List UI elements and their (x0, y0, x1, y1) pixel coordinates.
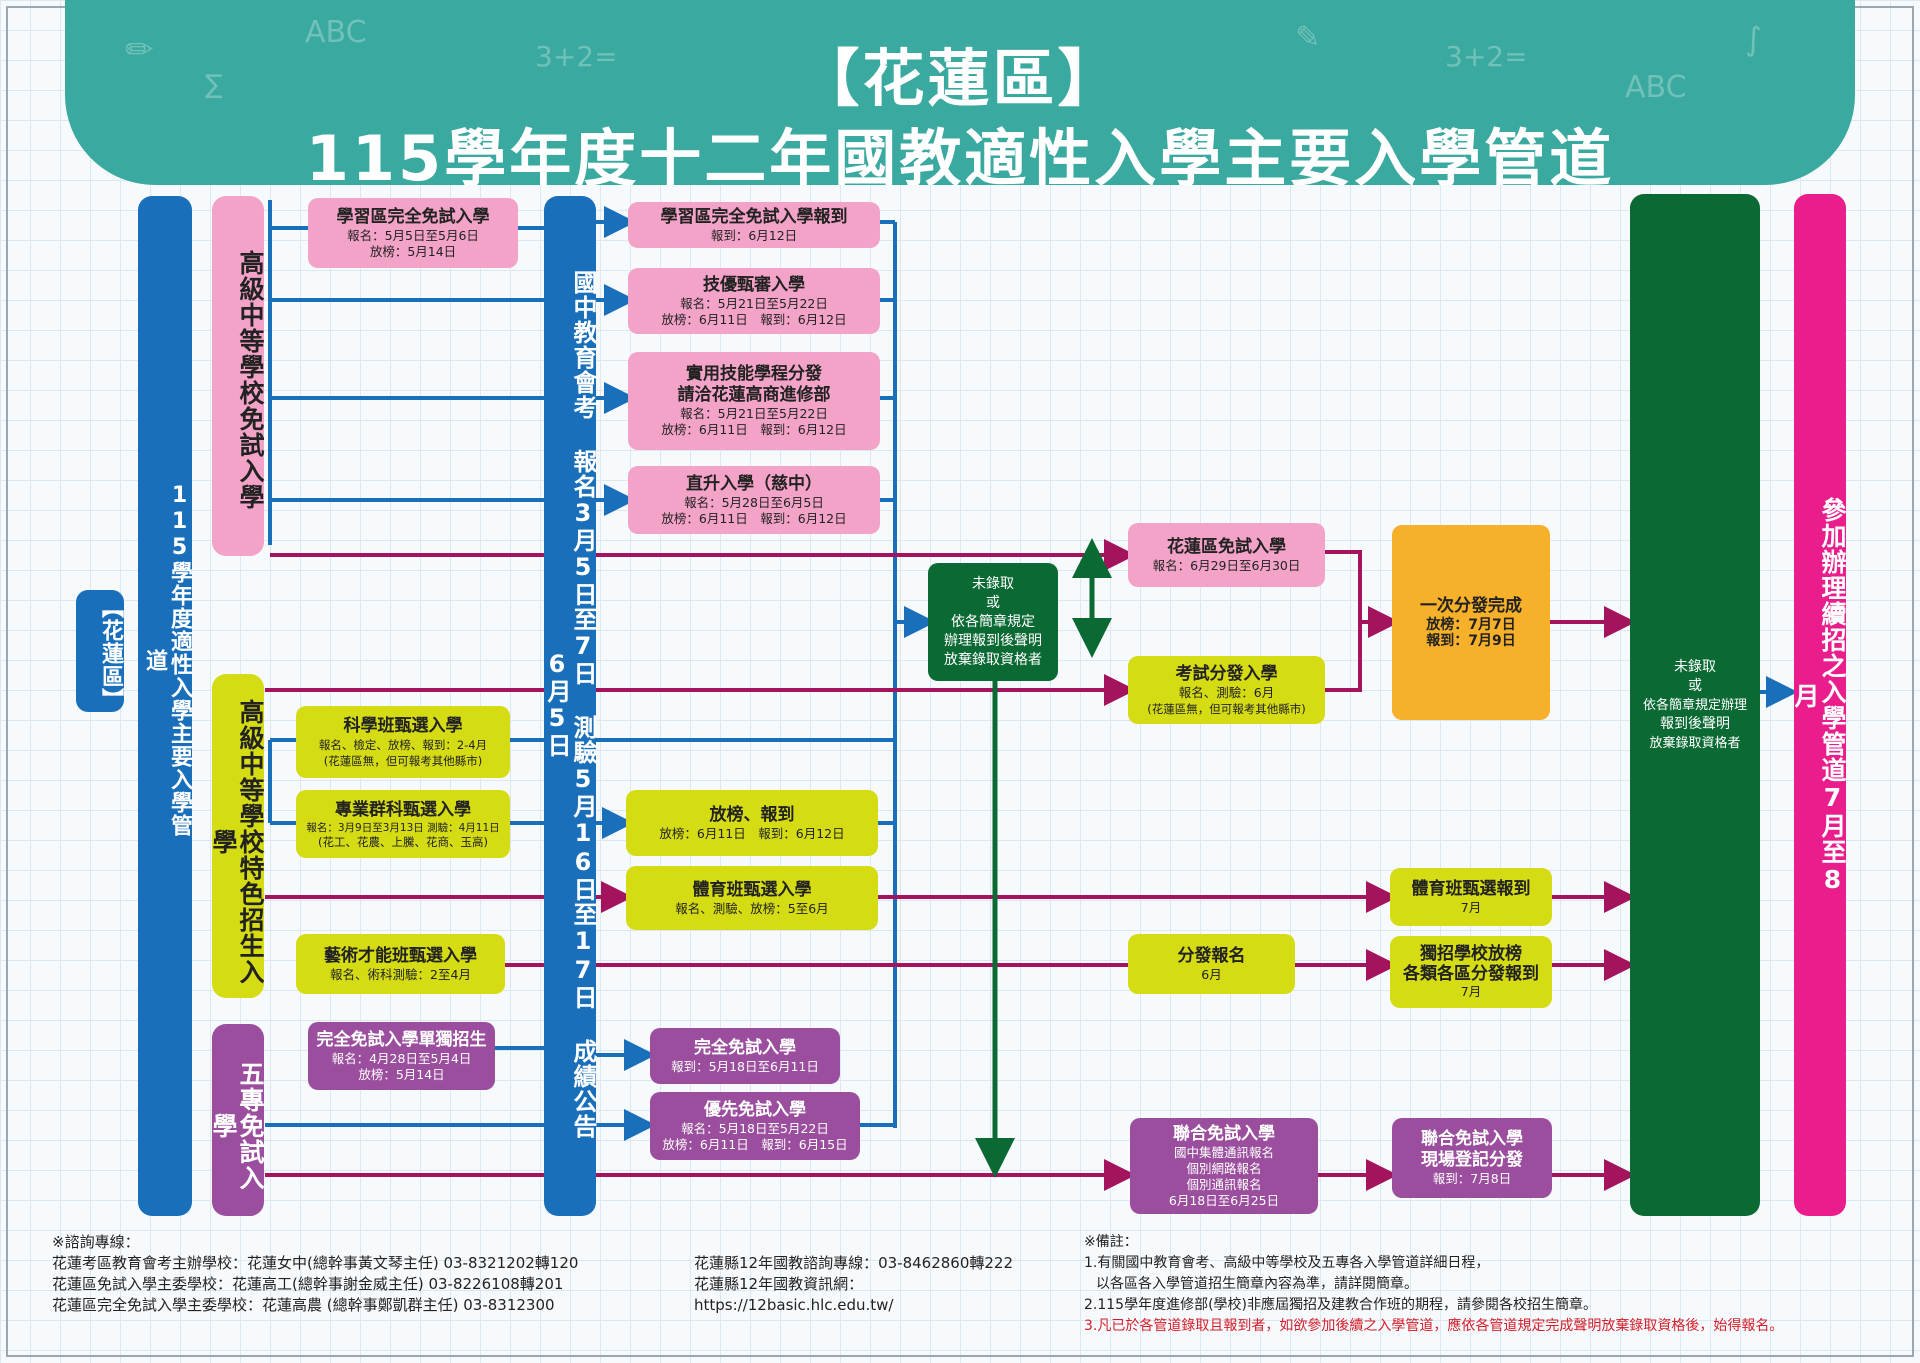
exam-bar-label: 國中教育會考 報名3月5日至7日 測驗5月16日至17日 成績公告6月5日 (543, 269, 597, 1139)
continue-admission-label: 參加辦理續招之入學管道7月至8月 (1791, 497, 1847, 895)
special-category (212, 674, 264, 998)
direct-promotion: 直升入學（慈中） 報名：5月28日至6月5日 放榜：6月11日 報到：6月12日 (628, 466, 880, 534)
one-time-allocation: 一次分發完成 放榜：7月7日 報到：7月9日 (1392, 525, 1550, 720)
five-year-full-free-independent: 完全免試入學單獨招生 報名：4月28日至5月4日 放榜：5月14日 (308, 1022, 495, 1090)
hotline-section: 花蓮縣12年國教諮詢專線：03-8462860轉222 花蓮縣12年國教資訊網：… (694, 1253, 1074, 1316)
skill-review-admission: 技優甄審入學 報名：5月21日至5月22日 放榜：6月11日 報到：6月12日 (628, 268, 880, 334)
header-title: 115學年度十二年國教適性入學主要入學管道 (305, 122, 1615, 185)
exam-allocation-admission: 考試分發入學 報名、測驗：6月 (花蓮區無，但可報考其他縣市) (1128, 656, 1325, 724)
not-admitted-middle: 未錄取 或 依各簡章規定 辦理報到後聲明 放棄錄取資格者 (928, 563, 1058, 681)
priority-free-admission: 優先免試入學 報名：5月18日至5月22日 放榜：6月11日 報到：6月15日 (650, 1092, 860, 1160)
sports-class-selection: 體育班甄選入學 報名、測驗、放榜：5至6月 (626, 866, 878, 930)
header-region: 【花蓮區】 (797, 42, 1123, 115)
five-year-full-free: 完全免試入學 報到：5月18日至6月11日 (650, 1028, 840, 1084)
five-year-category-label: 五專免試入學 (209, 1060, 265, 1191)
practical-skills-program: 實用技能學程分發 請洽花蓮高商進修部 報名：5月21日至5月22日 放榜：6月1… (628, 352, 880, 450)
joint-free-admission: 聯合免試入學 國中集體通訊報名 個別網路報名 個別通訊報名 6月18日至6月25… (1130, 1118, 1318, 1214)
region-tag (76, 590, 124, 712)
notes-section: ※備註： 1.有關國中教育會考、高級中等學校及五專各入學管道詳細日程， 以各區各… (1084, 1234, 1784, 1334)
science-class-selection: 科學班甄選入學 報名、檢定、放榜、報到：2-4月 (花蓮區無，但可報考其他縣市) (296, 706, 510, 778)
arts-talent-selection: 藝術才能班甄選入學 報名、術科測驗：2至4月 (296, 934, 505, 994)
sports-class-report: 體育班甄選報到 7月 (1390, 868, 1552, 926)
special-category-label: 高級中等學校特色招生入學 (209, 699, 265, 985)
hualien-free-admission: 花蓮區免試入學 報名：6月29日至6月30日 (1128, 523, 1325, 587)
free-exam-category (212, 196, 264, 556)
not-admitted-right: 未錄取 或 依各簡章規定辦理 報到後聲明 放棄錄取資格者 (1630, 194, 1760, 1216)
allocation-registration: 分發報名 6月 (1128, 934, 1295, 994)
region-tag-label: 【花蓮區】 (98, 596, 123, 711)
header-banner: ✏ ∑ ABC 3+2= ✎ 3+2= ABC ∫ 【花蓮區】 115學年度十二… (65, 0, 1855, 185)
study-area-full-free: 學習區完全免試入學 報名：5月5日至5月6日 放榜：5月14日 (308, 198, 518, 268)
free-exam-category-label: 高級中等學校免試入學 (236, 250, 265, 510)
continue-admission-bar (1794, 194, 1846, 1216)
release-and-report: 放榜、報到 放榜：6月11日 報到：6月12日 (626, 790, 878, 856)
exam-bar (544, 196, 596, 1216)
five-year-category (212, 1024, 264, 1216)
website-link[interactable]: https://12basic.hlc.edu.tw/ (694, 1296, 894, 1314)
contact-section: ※諮詢專線： 花蓮考區教育會考主辦學校：花蓮女中(總幹事黃文琴主任) 03-83… (52, 1233, 579, 1314)
main-channel-label: 115學年度適性入學主要入學管道 (142, 483, 192, 837)
study-area-full-free-report: 學習區完全免試入學報到 報到：6月12日 (628, 202, 880, 248)
joint-free-onsite-allocation: 聯合免試入學 現場登記分發 報到：7月8日 (1392, 1118, 1552, 1198)
main-channel-bar (138, 196, 192, 1216)
independent-school-release: 獨招學校放榜 各類各區分發報到 7月 (1390, 936, 1552, 1008)
professional-group-selection: 專業群科甄選入學 報名：3月9日至3月13日 測驗：4月11日 (花工、花農、上… (296, 790, 510, 858)
